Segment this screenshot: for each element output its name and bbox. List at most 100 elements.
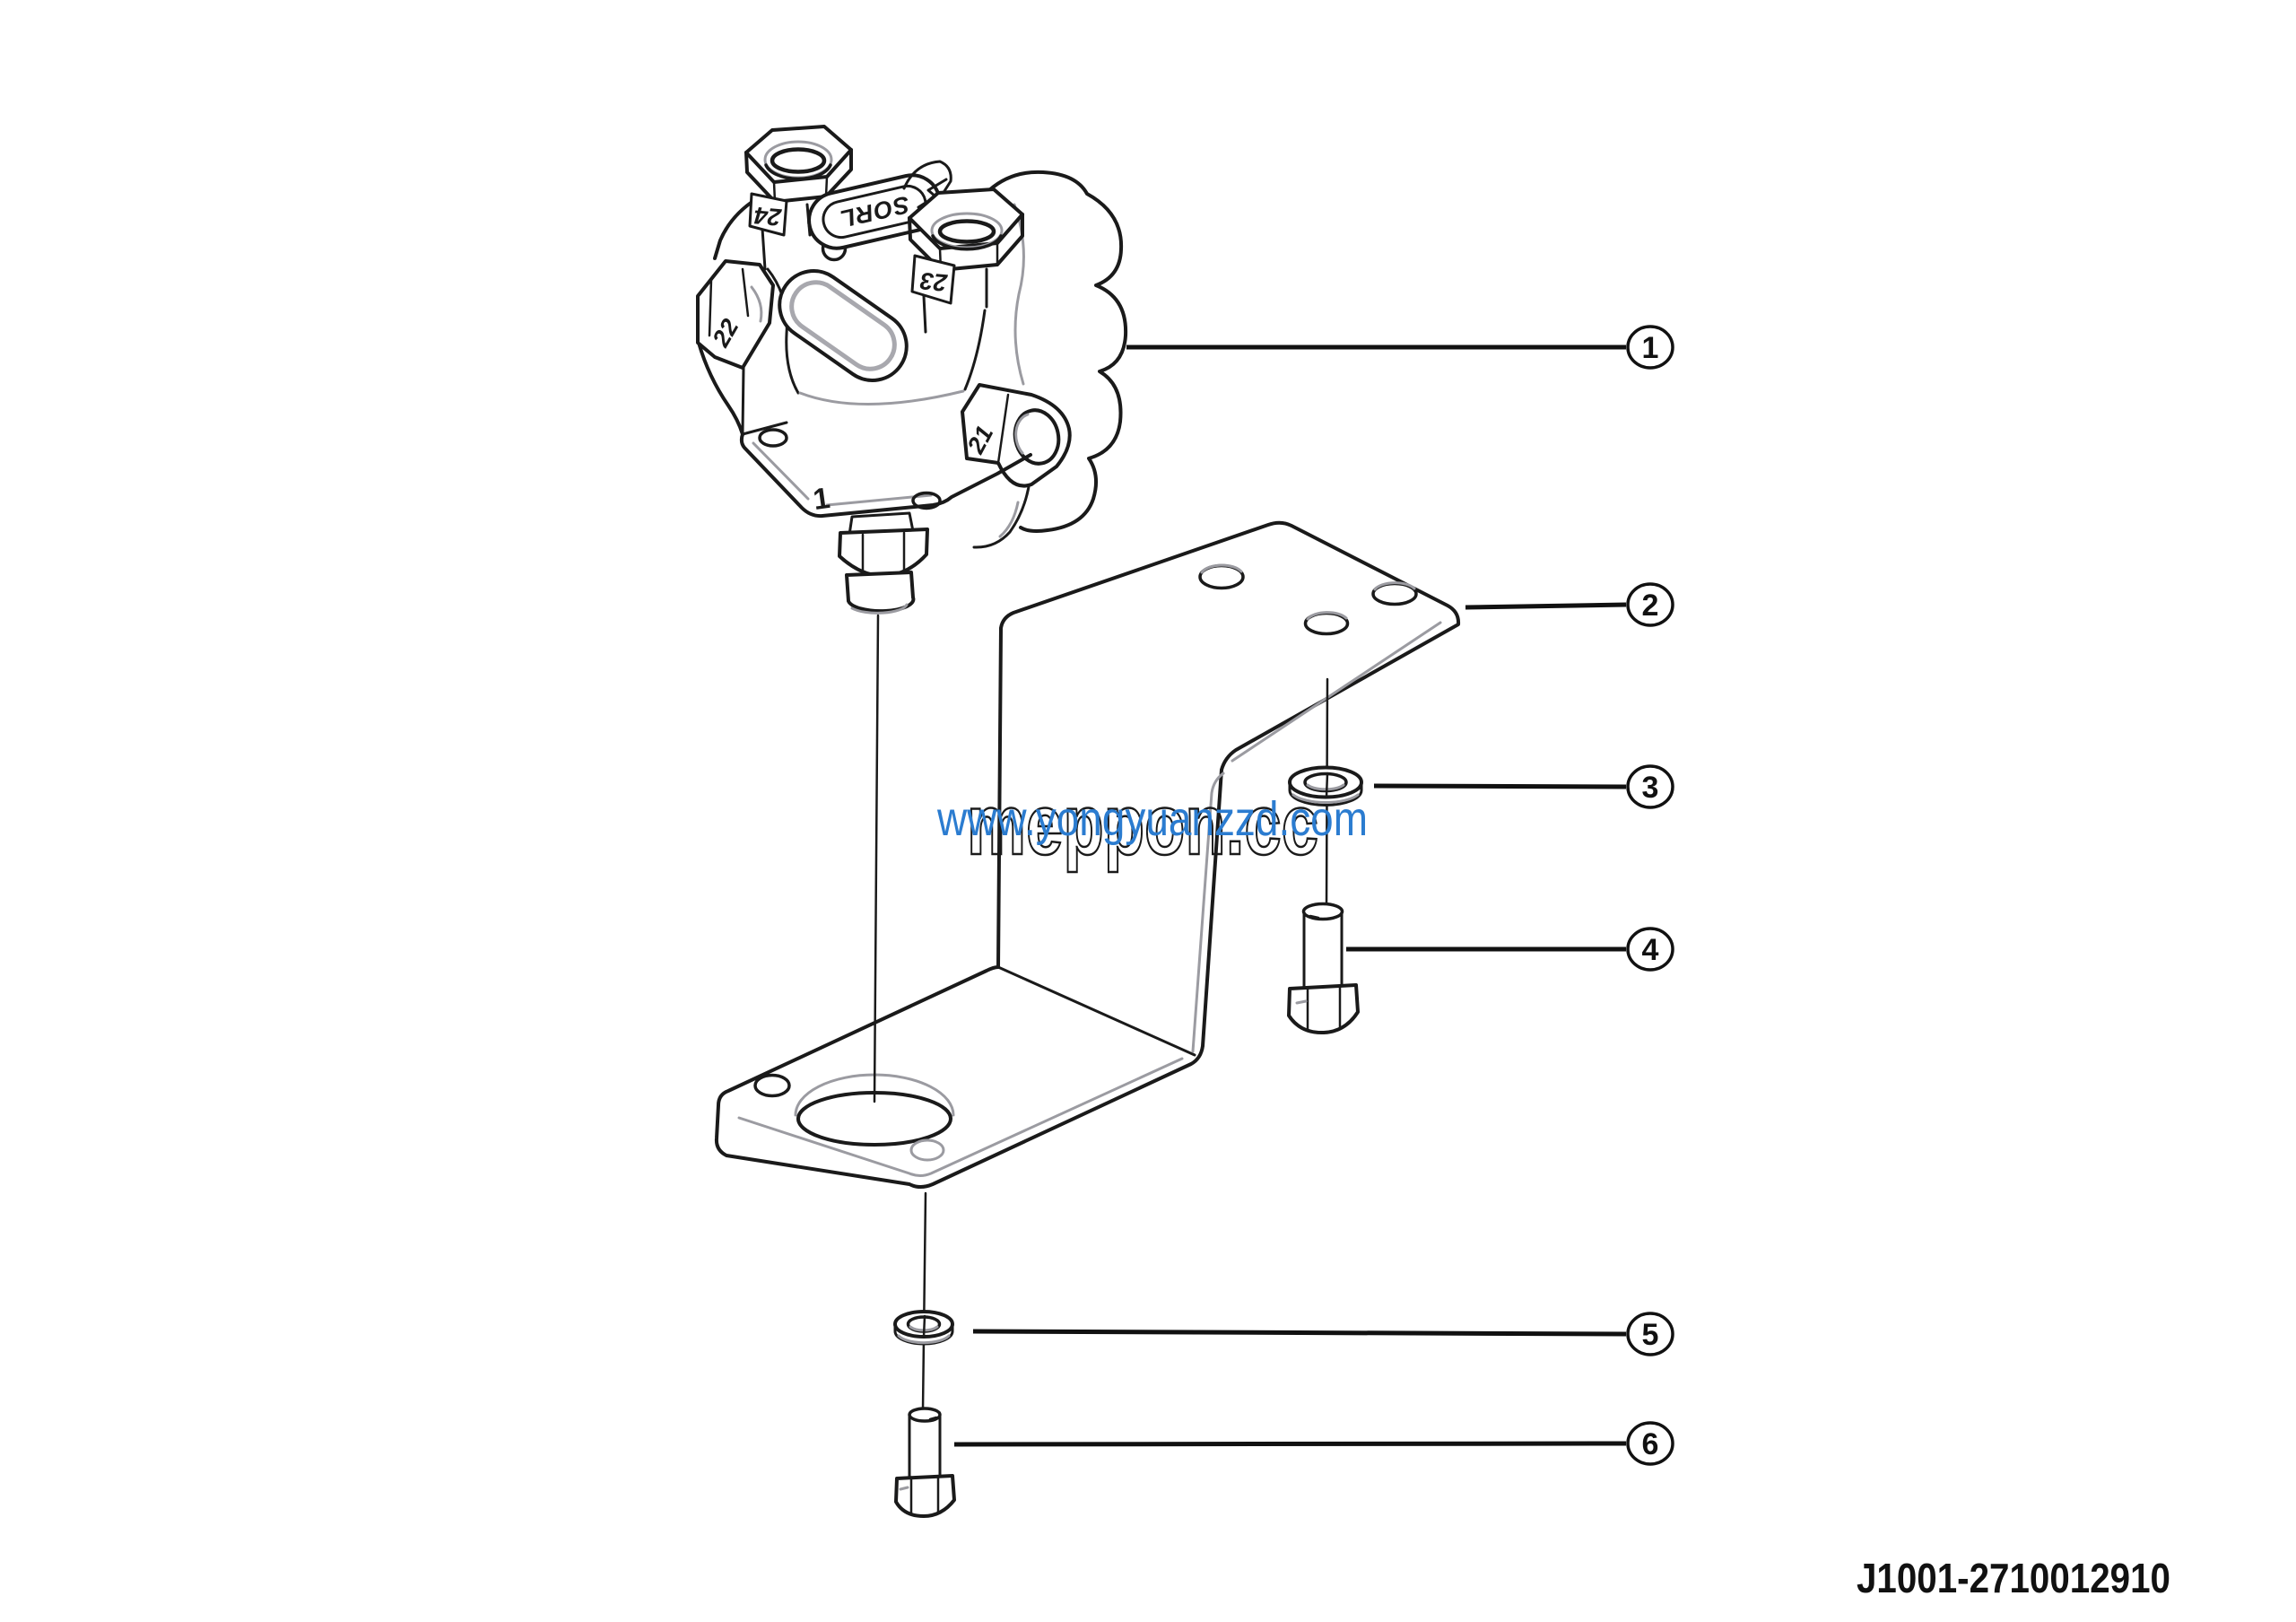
bracket-edge-highlight-top bbox=[1231, 621, 1442, 763]
base-flange-back-edge bbox=[741, 421, 788, 436]
valve-base-flange: 1 bbox=[739, 421, 1032, 519]
upper-washer-hole-highlight bbox=[1306, 783, 1345, 791]
port-24-fitting: 24 bbox=[744, 125, 853, 237]
body-left-edge-lower bbox=[697, 341, 744, 436]
axis-line-lower-bolt bbox=[921, 1191, 927, 1412]
flat-washer-upper bbox=[1288, 765, 1363, 807]
top-flange-hole-right-highlight bbox=[1373, 581, 1416, 591]
bracket-top-flange-holes bbox=[1198, 563, 1418, 636]
callout-4[interactable]: 4 bbox=[1626, 927, 1674, 972]
bracket-outline bbox=[714, 520, 1461, 1189]
hex-bolt-upper bbox=[1287, 902, 1360, 1035]
stem-cap-highlight bbox=[850, 603, 909, 615]
body-front-contour-left bbox=[766, 267, 800, 395]
upper-bolt-top bbox=[1301, 902, 1344, 921]
callouts: 1 2 3 4 5 6 bbox=[1626, 325, 1674, 1466]
leader-line-2 bbox=[1465, 602, 1627, 610]
port-24-hex-side bbox=[744, 148, 853, 204]
upper-washer-rim-highlight bbox=[1292, 793, 1360, 804]
port-21-bore-highlight bbox=[1014, 413, 1030, 455]
lower-bolt-top bbox=[908, 1407, 942, 1423]
port-24-label-face bbox=[748, 192, 788, 237]
oval-slot-inner bbox=[789, 280, 897, 371]
valve-right-bulges bbox=[987, 170, 1128, 533]
lower-washer-axis-segment bbox=[922, 1314, 926, 1339]
callout-6-number: 6 bbox=[1642, 1427, 1659, 1461]
valve-assembly: 24 SORL 23 22 bbox=[696, 125, 1128, 615]
body-front-contour-right bbox=[963, 309, 987, 391]
watermark: meppon.cc www.yongyuanzzd.com bbox=[936, 776, 1368, 875]
callout-leaders bbox=[953, 344, 1627, 1447]
callout-6[interactable]: 6 bbox=[1626, 1421, 1674, 1466]
port-22-highlight bbox=[750, 285, 763, 323]
callout-1-number: 1 bbox=[1642, 331, 1659, 365]
lower-bolt-shank-fill bbox=[909, 1415, 940, 1482]
base-flange-outline bbox=[739, 432, 1032, 519]
bracket-bend-line bbox=[996, 965, 1196, 1057]
port-23-ring-front bbox=[931, 234, 1003, 251]
neck-line-port23-left bbox=[922, 294, 927, 334]
leader-line-5 bbox=[972, 1329, 1627, 1337]
callout-2[interactable]: 2 bbox=[1626, 582, 1674, 627]
flat-washer-lower bbox=[893, 1310, 954, 1346]
bracket-base-holes bbox=[753, 1073, 955, 1162]
brand-plate-tab bbox=[902, 160, 952, 203]
port-label-23: 23 bbox=[919, 267, 950, 297]
valve-lower-right-highlight bbox=[998, 501, 1020, 538]
callout-4-number: 4 bbox=[1642, 933, 1659, 967]
valve-body bbox=[697, 197, 988, 436]
neck-line-port24-left bbox=[761, 227, 767, 271]
base-hole-small-left bbox=[753, 1073, 791, 1098]
upper-bolt-top-detail bbox=[1309, 914, 1320, 920]
body-front-left-edge bbox=[741, 366, 745, 434]
callout-3-number: 3 bbox=[1642, 771, 1659, 805]
stem-hex-facets bbox=[861, 531, 906, 576]
base-flange-hole-left bbox=[758, 428, 788, 448]
callout-2-number: 2 bbox=[1642, 589, 1659, 623]
leader-line-3 bbox=[1373, 783, 1627, 789]
port-label-24: 24 bbox=[753, 202, 784, 231]
port-label-1: 1 bbox=[811, 481, 831, 516]
watermark-overlay-text: www.yongyuanzzd.com bbox=[936, 792, 1368, 846]
oval-slot-outer bbox=[778, 269, 909, 382]
valve-bottom-stem bbox=[838, 511, 929, 615]
port-22-hex bbox=[696, 259, 775, 370]
lower-bolt-head bbox=[894, 1474, 956, 1518]
port-23-hex-side bbox=[908, 213, 1024, 272]
port-22-fitting: 22 bbox=[696, 259, 775, 370]
port-24-bore bbox=[770, 147, 827, 174]
body-lower-contour bbox=[798, 389, 965, 406]
top-flange-hole-middle-highlight bbox=[1306, 611, 1348, 621]
lower-bolt-top-detail bbox=[928, 1416, 938, 1421]
brand-plate-inner bbox=[822, 184, 927, 240]
port-24-ring-front bbox=[764, 163, 832, 181]
upper-bolt-shank-fill bbox=[1304, 911, 1342, 994]
callout-1[interactable]: 1 bbox=[1626, 325, 1674, 370]
upper-bolt-head bbox=[1287, 983, 1360, 1035]
base-hole-small-right bbox=[909, 1138, 945, 1162]
upper-washer-axis-segment bbox=[1325, 772, 1329, 798]
lower-washer-rim-highlight bbox=[897, 1334, 951, 1345]
axis-line-valve-to-base bbox=[873, 614, 880, 1103]
callout-5[interactable]: 5 bbox=[1626, 1312, 1674, 1356]
base-flange-highlight bbox=[752, 441, 933, 507]
bracket-edge-highlight-web bbox=[1191, 772, 1225, 1053]
port-21-facet bbox=[996, 393, 1010, 465]
part-number: J1001-2710012910 bbox=[1857, 1555, 2170, 1601]
lower-bolt-head-highlight bbox=[899, 1486, 909, 1491]
callout-5-number: 5 bbox=[1642, 1318, 1659, 1352]
base-flange-hole-right bbox=[911, 491, 942, 510]
port-23-fitting: 23 bbox=[908, 187, 1024, 305]
port-22-facets bbox=[708, 267, 750, 337]
callout-3[interactable]: 3 bbox=[1626, 764, 1674, 809]
brand-plate: SORL bbox=[807, 173, 942, 250]
top-flange-hole-left-highlight bbox=[1200, 563, 1243, 574]
body-oval-slot bbox=[778, 269, 909, 382]
leader-line-6 bbox=[953, 1441, 1627, 1447]
stem-cap bbox=[845, 571, 916, 614]
port-23-label-face bbox=[910, 254, 956, 305]
port-21-fitting: 21 bbox=[961, 383, 1072, 488]
hex-bolt-lower bbox=[894, 1407, 956, 1518]
